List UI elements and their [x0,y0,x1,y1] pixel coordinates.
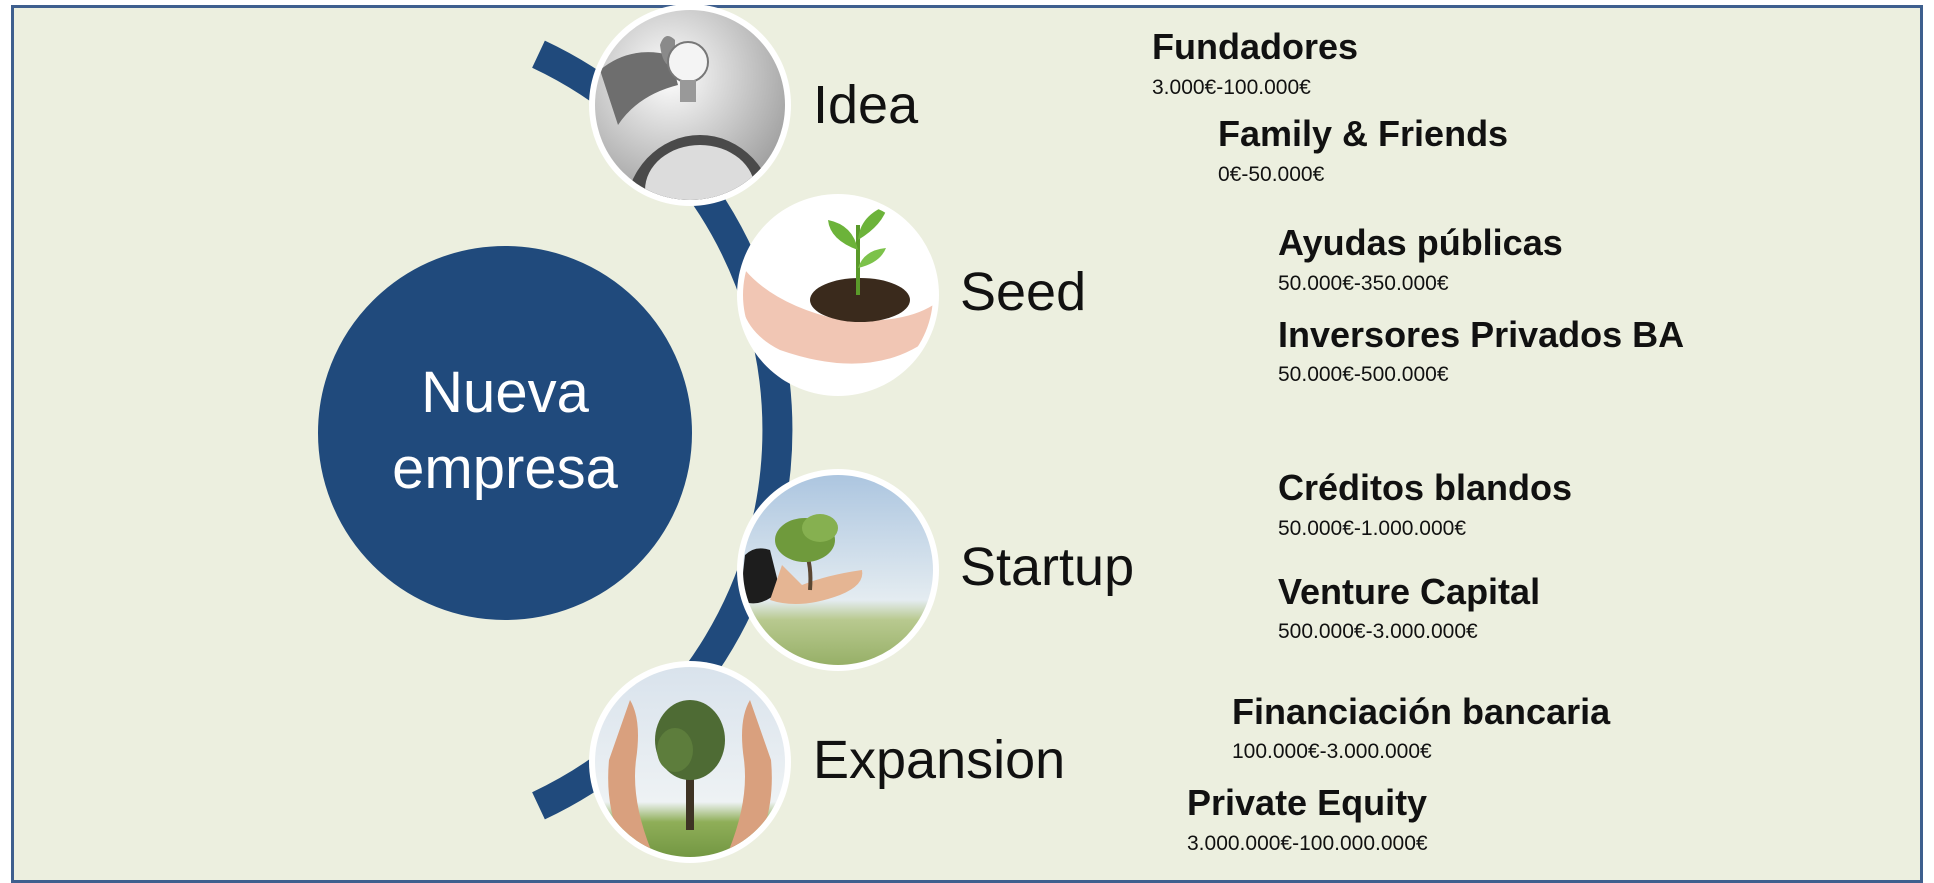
funding-range-ayudas-publicas: 50.000€-350.000€ [1278,272,1449,295]
funding-name-family-friends: Family & Friends [1218,113,1509,154]
funding-range-family-friends: 0€-50.000€ [1218,163,1325,186]
stage-label-startup: Startup [960,537,1135,597]
core-circle [312,240,698,626]
funding-range-fundadores: 3.000€-100.000€ [1152,76,1311,99]
funding-name-private-equity: Private Equity [1187,782,1428,823]
funding-name-creditos-blandos: Créditos blandos [1278,467,1573,508]
funding-name-fundadores: Fundadores [1152,26,1359,67]
funding-name-ayudas-publicas: Ayudas públicas [1278,222,1563,263]
seedling-in-hands-icon [737,194,939,396]
funding-name-venture-capital: Venture Capital [1278,571,1541,612]
funding-range-financiacion-bancaria: 100.000€-3.000.000€ [1232,740,1432,763]
core-title-line2: empresa [392,436,618,501]
tree-between-hands-icon [589,661,791,863]
small-tree-in-hand-icon [737,469,939,671]
core-title-line1: Nueva [421,360,589,425]
stage-label-expansion: Expansion [813,730,1066,790]
funding-range-creditos-blandos: 50.000€-1.000.000€ [1278,517,1467,540]
funding-name-financiacion-bancaria: Financiación bancaria [1232,691,1611,732]
funding-range-inversores-privados: 50.000€-500.000€ [1278,363,1449,386]
lightbulb-hand-icon [589,4,791,206]
funding-name-inversores-privados: Inversores Privados BA [1278,314,1685,355]
core-title: Nueva empresa [320,355,690,507]
stage-label-seed: Seed [960,262,1087,322]
funding-range-venture-capital: 500.000€-3.000.000€ [1278,620,1478,643]
stage-label-idea: Idea [813,75,919,135]
funding-range-private-equity: 3.000.000€-100.000.000€ [1187,832,1428,855]
